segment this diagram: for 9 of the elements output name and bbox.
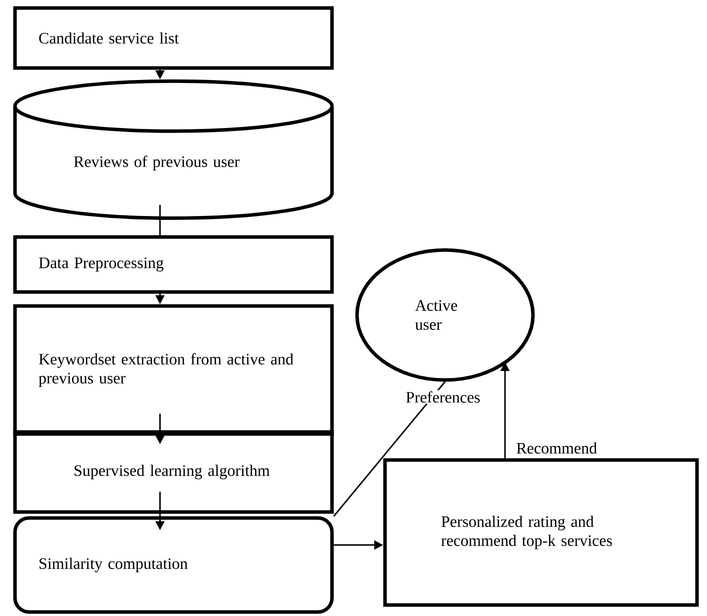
edge-label: Recommend (515, 441, 598, 455)
process-box: Candidate service list (13, 6, 334, 70)
process-box: Data Preprocessing (13, 235, 334, 294)
process-box: Supervised learning algorithm (13, 430, 334, 514)
process-box: Personalized rating and recommend top-k services (383, 458, 699, 607)
process-box: Keywordset extraction from active and previous user (13, 304, 334, 436)
edge-label: Preferences (404, 390, 482, 404)
rounded-process-box: Similarity computation (13, 516, 334, 614)
database-cylinder: Reviews of previous user (13, 79, 334, 220)
